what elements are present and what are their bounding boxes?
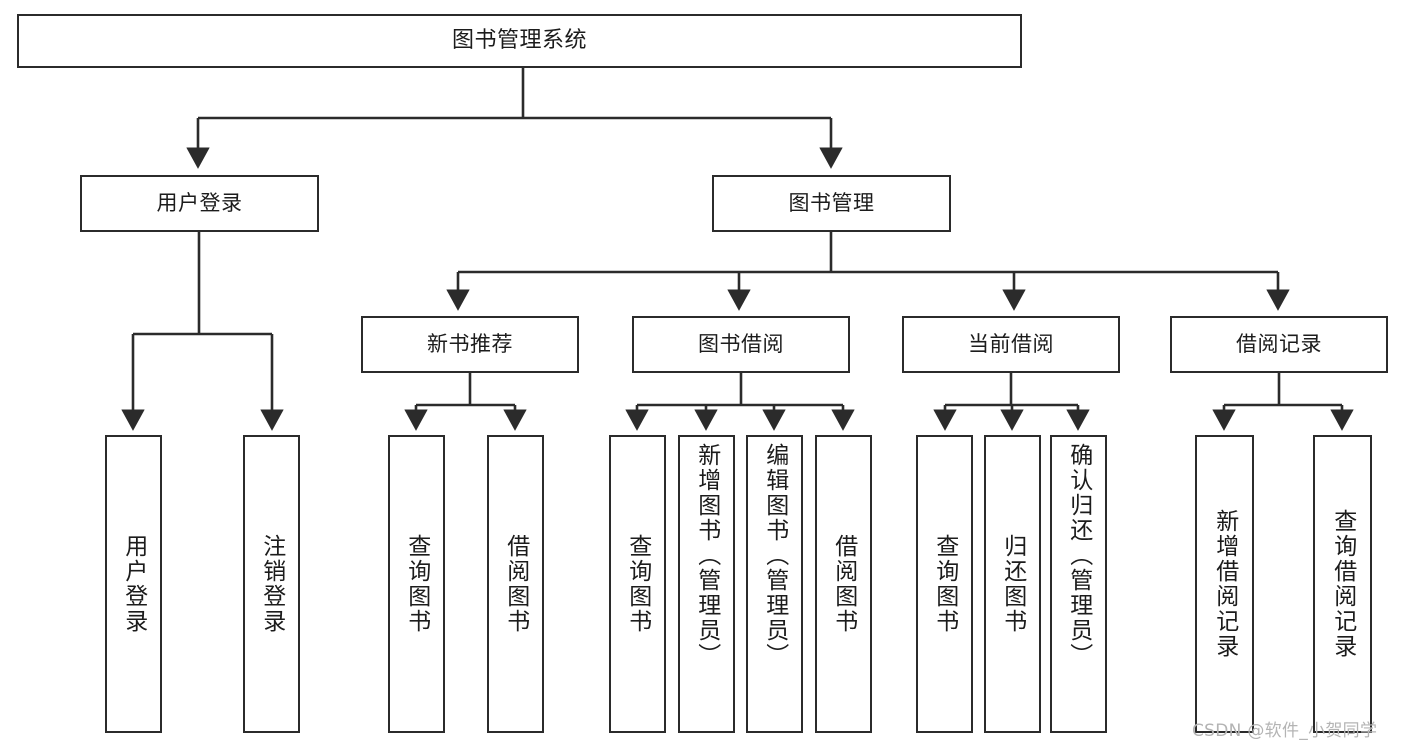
node-leaf-user-login[interactable]: 用户登录: [105, 435, 162, 733]
node-label: 查询借阅记录: [1329, 509, 1356, 659]
node-leaf-nb-query[interactable]: 查询图书: [388, 435, 445, 733]
node-leaf-bw-add[interactable]: 新增图书（管理员）: [678, 435, 735, 733]
node-label: 新增图书（管理员）: [693, 443, 720, 668]
node-label: 借阅记录: [1236, 331, 1322, 356]
node-label: 编辑图书（管理员）: [761, 443, 788, 668]
node-label: 用户登录: [120, 534, 147, 634]
node-borrow[interactable]: 图书借阅: [632, 316, 850, 373]
node-label: 借阅图书: [830, 534, 857, 634]
node-current[interactable]: 当前借阅: [902, 316, 1120, 373]
node-records[interactable]: 借阅记录: [1170, 316, 1388, 373]
node-label: 注销登录: [258, 534, 285, 634]
node-label: 查询图书: [624, 534, 651, 634]
node-leaf-nb-borrow[interactable]: 借阅图书: [487, 435, 544, 733]
node-label: 图书管理系统: [451, 27, 587, 53]
node-label: 查询图书: [931, 534, 958, 634]
node-leaf-cur-return[interactable]: 归还图书: [984, 435, 1041, 733]
node-leaf-bw-edit[interactable]: 编辑图书（管理员）: [746, 435, 803, 733]
node-label: 图书借阅: [698, 331, 784, 356]
node-root[interactable]: 图书管理系统: [17, 14, 1022, 68]
node-bookmgmt[interactable]: 图书管理: [712, 175, 951, 232]
node-label: 借阅图书: [502, 534, 529, 634]
node-label: 当前借阅: [968, 331, 1054, 356]
node-label: 归还图书: [999, 534, 1026, 634]
node-leaf-bw-query[interactable]: 查询图书: [609, 435, 666, 733]
node-label: 新书推荐: [427, 331, 513, 356]
node-leaf-rec-add[interactable]: 新增借阅记录: [1195, 435, 1254, 733]
node-leaf-cur-query[interactable]: 查询图书: [916, 435, 973, 733]
node-label: 查询图书: [403, 534, 430, 634]
node-label: 新增借阅记录: [1211, 509, 1238, 659]
node-label: 确认归还（管理员）: [1065, 443, 1092, 668]
node-leaf-user-logout[interactable]: 注销登录: [243, 435, 300, 733]
node-leaf-rec-query[interactable]: 查询借阅记录: [1313, 435, 1372, 733]
node-login[interactable]: 用户登录: [80, 175, 319, 232]
csdn-watermark: CSDN @软件_小贺同学: [1192, 721, 1378, 741]
node-leaf-cur-confirm[interactable]: 确认归还（管理员）: [1050, 435, 1107, 733]
node-newbook[interactable]: 新书推荐: [361, 316, 579, 373]
node-label: 用户登录: [156, 190, 243, 215]
node-leaf-bw-borrow[interactable]: 借阅图书: [815, 435, 872, 733]
node-label: 图书管理: [788, 190, 875, 215]
